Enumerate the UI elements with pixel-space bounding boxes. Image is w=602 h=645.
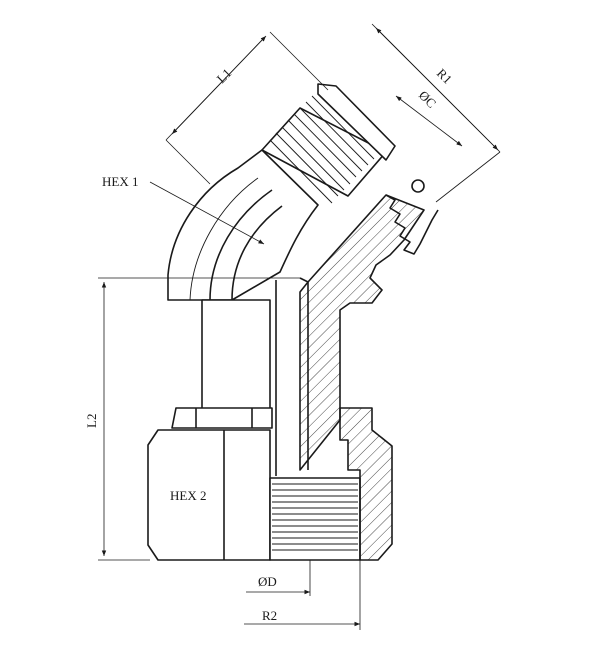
label-phi-c: ØC — [416, 88, 439, 111]
threaded-end — [261, 83, 396, 204]
thread-lines-nut — [272, 483, 358, 551]
label-hex2: HEX 2 — [170, 488, 206, 503]
label-l1: L1 — [214, 65, 235, 86]
label-hex1: HEX 1 — [102, 174, 138, 189]
label-r2: R2 — [262, 608, 277, 623]
dimension-lines — [98, 23, 501, 630]
label-r1: R1 — [434, 66, 455, 87]
label-phi-d: ØD — [258, 574, 277, 589]
cross-section — [299, 179, 439, 471]
elbow-body — [167, 149, 319, 301]
label-l2: L2 — [84, 414, 99, 428]
hex-nut-2 — [147, 407, 393, 561]
o-ring — [411, 179, 425, 193]
